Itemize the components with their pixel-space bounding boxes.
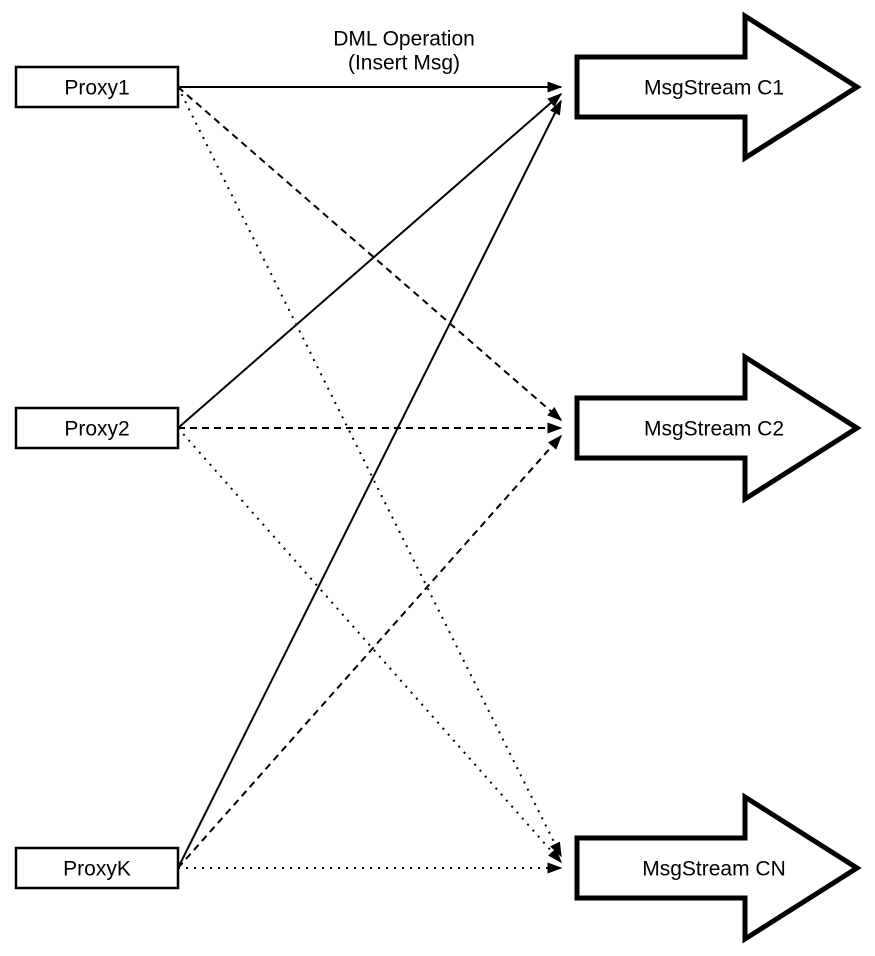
msgstream-c2-arrow	[574, 352, 862, 504]
diagram-title-line2: (Insert Msg)	[348, 52, 460, 75]
msgstream-c1-label: MsgStream C1	[644, 77, 784, 100]
proxyk-box	[14, 846, 180, 890]
edge-proxy2-cn-dotted	[177, 427, 562, 864]
diagram-title: DML Operation (Insert Msg)	[333, 28, 475, 75]
msgstream-c1-node: MsgStream C1	[574, 11, 862, 163]
proxy2-label: Proxy2	[64, 418, 129, 441]
msgstream-cn-node: MsgStream CN	[574, 792, 862, 944]
edges	[177, 81, 563, 874]
proxyk-node: ProxyK	[14, 846, 180, 890]
msgstream-c2-node: MsgStream C2	[574, 352, 862, 504]
msgstream-c2-label: MsgStream C2	[644, 418, 784, 441]
msgstream-cn-label: MsgStream CN	[642, 858, 786, 881]
msgstream-c1-arrow	[574, 11, 862, 163]
proxy1-label: Proxy1	[64, 77, 129, 100]
msgstream-cn-arrow	[574, 792, 862, 944]
proxyk-label: ProxyK	[63, 858, 131, 881]
proxy1-box	[14, 65, 180, 109]
edge-proxy1-c2-dashed	[177, 86, 563, 421]
edge-proxyk-c1-solid	[177, 99, 562, 869]
diagram-title-line1: DML Operation	[333, 28, 475, 51]
edge-proxyk-c2-dashed	[177, 434, 562, 869]
proxy1-node: Proxy1	[14, 65, 180, 109]
edge-proxy2-c1-solid	[177, 93, 563, 429]
proxy2-box	[14, 406, 180, 450]
edge-proxy1-cn-dotted	[177, 86, 562, 858]
proxy2-node: Proxy2	[14, 406, 180, 450]
